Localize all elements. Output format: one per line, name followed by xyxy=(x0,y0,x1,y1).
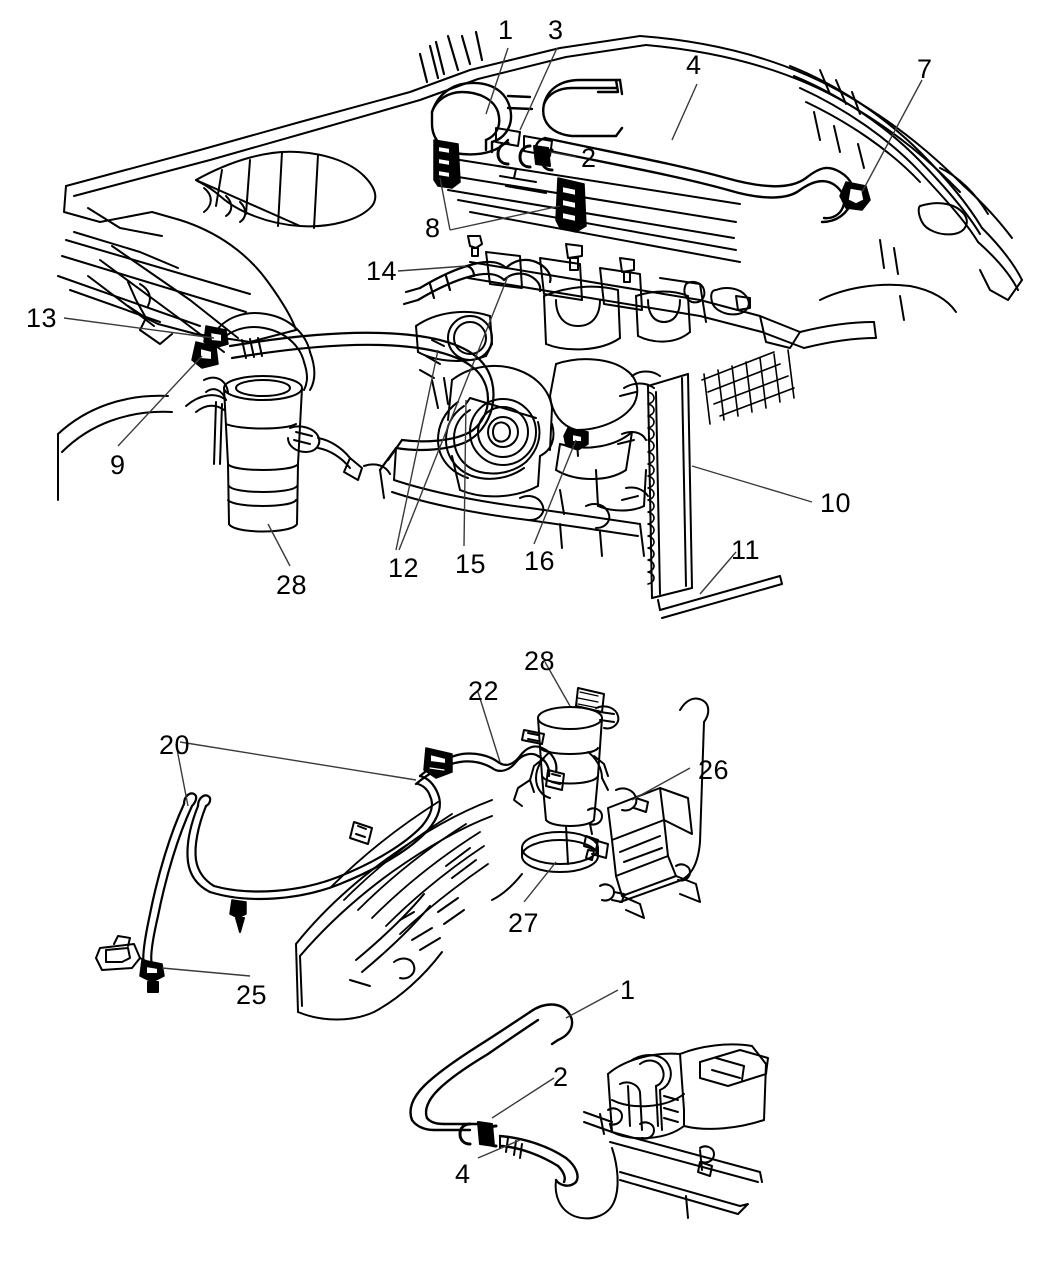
engine-block-lower xyxy=(554,1043,769,1220)
accumulator-strap-27 xyxy=(521,831,609,873)
callout-4-upper: 4 xyxy=(686,50,702,80)
engine-rail-and-manifold xyxy=(447,127,741,263)
accumulator-inlet-hose-13 xyxy=(213,312,316,391)
right-fender-inner xyxy=(789,65,1023,301)
ac-compressor-15 xyxy=(437,364,555,498)
callout-22: 22 xyxy=(468,676,500,706)
strap-bolt xyxy=(583,807,603,861)
engine-valve-cover-upper xyxy=(195,150,377,229)
mount-bracket-25 xyxy=(95,935,149,971)
accumulator-28-upper xyxy=(185,375,363,533)
condenser-10 xyxy=(617,370,693,599)
callout-16: 16 xyxy=(524,546,556,576)
cowl-and-fender-structure xyxy=(63,30,1013,353)
engine-block-right xyxy=(543,285,691,515)
callout-28-middle: 28 xyxy=(524,646,556,676)
heater-hose-3-upper xyxy=(542,78,624,138)
callout-25: 25 xyxy=(236,980,268,1010)
left-panel-lines xyxy=(57,231,251,501)
callout-4-lower: 4 xyxy=(455,1159,471,1189)
liquid-line-clip-22 xyxy=(423,747,453,779)
heater-hose-1-lower xyxy=(409,1003,574,1132)
callout-15: 15 xyxy=(455,549,487,579)
callout-10: 10 xyxy=(820,488,852,518)
callout-12: 12 xyxy=(388,553,420,583)
windshield-hatching xyxy=(329,801,489,935)
hose-clip-8-right xyxy=(555,177,587,233)
fasteners-top xyxy=(467,235,751,311)
callout-26: 26 xyxy=(698,755,730,785)
callout-2-lower: 2 xyxy=(553,1062,569,1092)
leader-lines xyxy=(63,47,923,1159)
suction-line-coupling xyxy=(349,821,373,845)
compressor-bracket xyxy=(415,310,493,409)
condenser-seal-11 xyxy=(657,575,783,619)
suction-line-20-vertical xyxy=(142,792,198,966)
middle-view-fender-outline xyxy=(295,799,493,1021)
middle-view-panel xyxy=(491,697,710,903)
callout-8: 8 xyxy=(425,213,441,243)
callout-1-lower: 1 xyxy=(620,975,636,1005)
callout-14: 14 xyxy=(366,256,398,286)
callout-28-upper: 28 xyxy=(276,570,308,600)
hose-clip-16 xyxy=(563,427,589,451)
line-clip-mid xyxy=(229,899,247,933)
callout-20: 20 xyxy=(159,730,191,760)
ac-suction-line-14 xyxy=(402,258,552,306)
hose-clamp-7 xyxy=(839,181,871,211)
callout-1-upper: 1 xyxy=(498,15,514,45)
callout-7: 7 xyxy=(917,54,933,84)
line-mount-clip-25 xyxy=(139,959,165,993)
hose-fitting-13 xyxy=(203,325,229,349)
suction-line-20 xyxy=(186,774,441,901)
hose-clip-8-left xyxy=(433,139,461,189)
callout-3: 3 xyxy=(548,15,564,45)
callout-13: 13 xyxy=(26,303,58,333)
callout-11: 11 xyxy=(731,535,761,565)
accumulator-bracket-26 xyxy=(599,787,701,919)
hose-clamp-9 xyxy=(191,341,219,369)
callout-9: 9 xyxy=(110,450,126,480)
hose-clip-2-pair xyxy=(496,141,554,172)
callout-27: 27 xyxy=(508,908,540,938)
accumulator-28-middle xyxy=(513,687,620,865)
lower-frame-rails xyxy=(363,447,645,557)
hose-band-clamp xyxy=(241,337,263,359)
grille-mesh xyxy=(701,349,795,425)
callout-2-upper: 2 xyxy=(581,143,597,173)
